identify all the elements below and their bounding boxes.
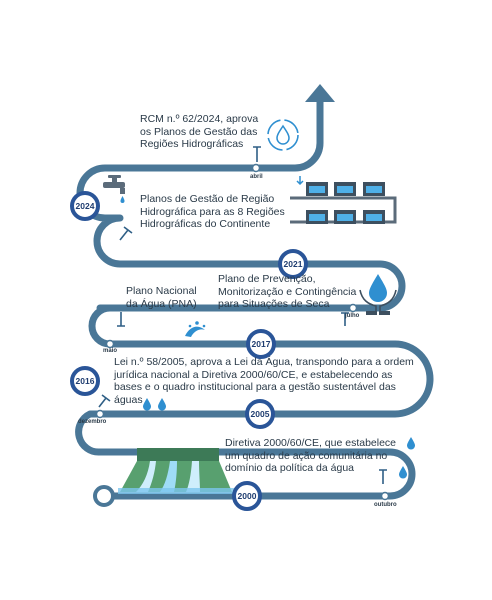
- dam-icon: [118, 448, 236, 494]
- faucet-icon: [103, 175, 125, 203]
- event-markers: [98, 146, 387, 484]
- year-badge-2017: 2017: [246, 329, 276, 359]
- month-label-outubro: outubro: [374, 502, 397, 508]
- month-dot-julho: [348, 303, 358, 313]
- year-badge-2024: 2024: [70, 191, 100, 221]
- month-dot-dezembro: [95, 409, 105, 419]
- month-label-dezembro: dezembro: [78, 419, 107, 425]
- event-text-pgrh-2021: Planos de Gestão de Região Hidrográfica …: [140, 193, 285, 230]
- month-dot-abril: [251, 163, 261, 173]
- start-point: [93, 485, 115, 507]
- event-text-rcm-2024: RCM n.º 62/2024, aprova os Planos de Ges…: [140, 113, 259, 150]
- month-label-maio: maio: [103, 348, 118, 354]
- event-text-diretiva-2000: Diretiva 2000/60/CE, que estabelece um q…: [225, 437, 397, 474]
- month-dot-outubro: [380, 491, 390, 501]
- water-cycle-icon: [267, 119, 299, 151]
- water-splash-icon: [185, 321, 206, 337]
- month-label-julho: julho: [345, 313, 360, 319]
- month-dot-maio: [105, 339, 115, 349]
- hands-water-drop-icon: [359, 274, 397, 315]
- year-badge-2016: 2016: [70, 366, 100, 396]
- event-text-seca-2017: Plano de Prevenção, Monitorização e Cont…: [218, 273, 357, 310]
- arrow-head-icon: [305, 84, 335, 102]
- month-label-abril: abril: [250, 174, 263, 180]
- water-drops-icon: [143, 398, 415, 479]
- year-badge-2021: 2021: [278, 249, 308, 279]
- year-badge-2005: 2005: [245, 399, 275, 429]
- event-text-pna-2016: Plano Nacional da Água (PNA): [126, 285, 197, 310]
- event-text-lei-2005: Lei n.º 58/2005, aprova a Lei da Água, t…: [114, 356, 414, 406]
- treatment-plant-icon: [290, 176, 397, 224]
- year-badge-2000: 2000: [232, 481, 262, 511]
